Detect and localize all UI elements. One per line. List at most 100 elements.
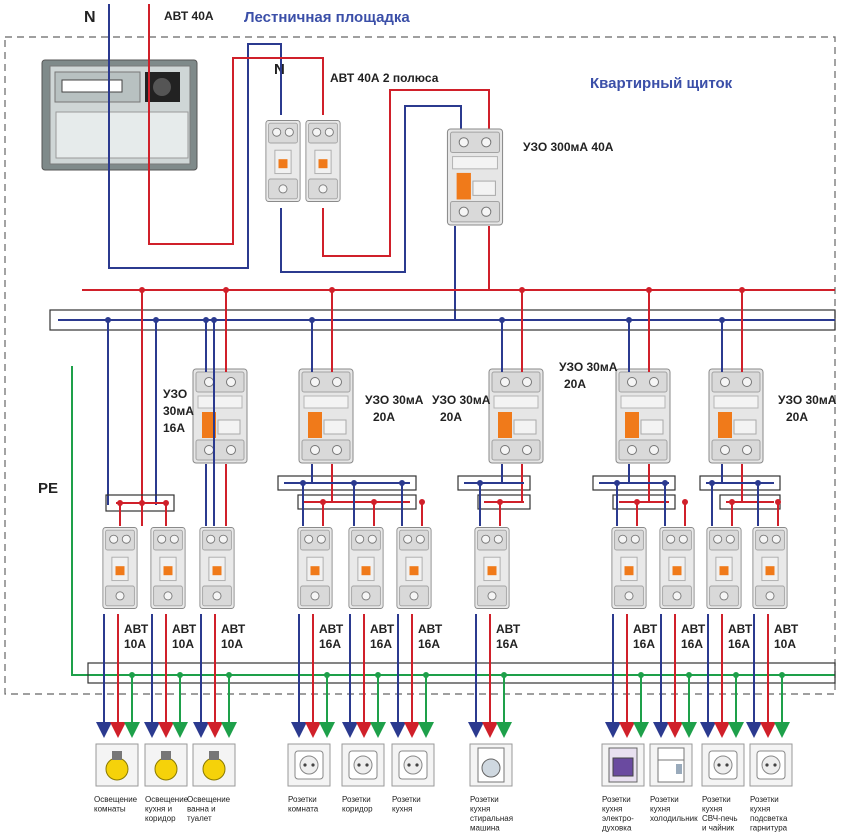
load-7-caption-2: кухня xyxy=(470,805,490,814)
load-4-caption-2: комната xyxy=(288,805,319,814)
n-label-left: N xyxy=(84,9,96,26)
load-3-caption-2: ванна и xyxy=(187,805,216,814)
rcd-2[interactable] xyxy=(298,368,354,464)
main-rcd-label: УЗО 300мА 40А xyxy=(523,140,614,154)
load-10-caption-1: Розетки xyxy=(702,795,731,804)
rcd-3-label-2: 20А xyxy=(440,410,462,424)
rcd-4-label-2: 20А xyxy=(564,377,586,391)
breaker-11-label-1: АВТ xyxy=(774,622,799,636)
breaker-3-label-2: 10А xyxy=(221,637,243,651)
load-6-caption-2: кухня xyxy=(392,805,412,814)
rcd-2-label-2: 20А xyxy=(373,410,395,424)
load-1-caption-1: Освещение xyxy=(94,795,138,804)
load-2-caption-1: Освещение xyxy=(145,795,189,804)
socket-icon xyxy=(341,743,385,787)
breaker-2-label-1: АВТ xyxy=(172,622,197,636)
rcd-5-label-2: 20А xyxy=(786,410,808,424)
load-2-caption-3: коридор xyxy=(145,814,176,823)
rcd-2-label-1: УЗО 30мА xyxy=(365,393,424,407)
breaker-3-label-1: АВТ xyxy=(221,622,246,636)
main-breaker-pole-n[interactable] xyxy=(265,119,301,203)
load-9-caption-2: кухня xyxy=(650,805,670,814)
breaker-9-label-1: АВТ xyxy=(681,622,706,636)
main-breaker-label: АВТ 40А 2 полюса xyxy=(330,71,439,85)
breaker-3[interactable] xyxy=(199,527,235,609)
breaker-8-label-1: АВТ xyxy=(633,622,658,636)
breaker-10-label-1: АВТ xyxy=(728,622,753,636)
breaker-5[interactable] xyxy=(348,527,384,609)
breaker-7-label-1: АВТ xyxy=(496,622,521,636)
rcd-1[interactable] xyxy=(192,368,248,464)
rcd-3[interactable] xyxy=(488,368,544,464)
rcd-1-label-2: 30мА xyxy=(163,404,194,418)
load-8-caption-2: кухня xyxy=(602,805,622,814)
pe-label: PE xyxy=(38,480,58,497)
breaker-1[interactable] xyxy=(102,527,138,609)
washer-icon xyxy=(469,743,513,787)
socket-icon xyxy=(391,743,435,787)
load-6-caption-1: Розетки xyxy=(392,795,421,804)
breaker-2[interactable] xyxy=(150,527,186,609)
bulb-icon xyxy=(144,743,188,787)
landing-title: Лестничная площадка xyxy=(244,9,410,26)
rcd-4[interactable] xyxy=(615,368,671,464)
load-5-caption-1: Розетки xyxy=(342,795,371,804)
rcd-4-label-1: УЗО 30мА xyxy=(559,360,618,374)
load-7-caption-3: стиральная xyxy=(470,814,513,823)
load-10-caption-4: и чайник xyxy=(702,824,735,833)
rcd-5[interactable] xyxy=(708,368,764,464)
breaker-7[interactable] xyxy=(474,527,510,609)
rcd-5-label-1: УЗО 30мА xyxy=(778,393,837,407)
n-label-mid: N xyxy=(274,61,285,78)
electricity-meter xyxy=(41,59,198,171)
avt-top-label: АВТ 40А xyxy=(164,9,214,23)
fridge-icon xyxy=(649,743,693,787)
breaker-11[interactable] xyxy=(752,527,788,609)
load-2-caption-2: кухня и xyxy=(145,805,172,814)
load-10-caption-3: СВЧ-печь xyxy=(702,814,738,823)
load-1-caption-2: комнаты xyxy=(94,805,126,814)
load-10-caption-2: кухня xyxy=(702,805,722,814)
load-7-caption-1: Розетки xyxy=(470,795,499,804)
load-3-caption-1: Освещение xyxy=(187,795,231,804)
breaker-8[interactable] xyxy=(611,527,647,609)
breaker-4[interactable] xyxy=(297,527,333,609)
breaker-8-label-2: 16А xyxy=(633,637,655,651)
breaker-10[interactable] xyxy=(706,527,742,609)
breaker-1-label-1: АВТ xyxy=(124,622,149,636)
socket-icon xyxy=(701,743,745,787)
breaker-5-label-1: АВТ xyxy=(370,622,395,636)
breaker-6-label-2: 16А xyxy=(418,637,440,651)
load-4-caption-1: Розетки xyxy=(288,795,317,804)
breaker-9[interactable] xyxy=(659,527,695,609)
breaker-6-label-1: АВТ xyxy=(418,622,443,636)
load-11-caption-4: гарнитура xyxy=(750,824,788,833)
bulb-icon xyxy=(95,743,139,787)
breaker-4-label-1: АВТ xyxy=(319,622,344,636)
main-rcd[interactable] xyxy=(446,128,504,226)
breaker-9-label-2: 16А xyxy=(681,637,703,651)
load-8-caption-3: электро- xyxy=(602,814,634,823)
load-11-caption-2: кухня xyxy=(750,805,770,814)
socket-icon xyxy=(287,743,331,787)
load-9-caption-1: Розетки xyxy=(650,795,679,804)
rcd-1-label-1: УЗО xyxy=(163,387,187,401)
load-8-caption-4: духовка xyxy=(602,824,632,833)
main-breaker-pole-l[interactable] xyxy=(305,119,341,203)
panel-title: Квартирный щиток xyxy=(590,75,733,92)
load-5-caption-2: коридор xyxy=(342,805,373,814)
breaker-6[interactable] xyxy=(396,527,432,609)
load-3-caption-3: туалет xyxy=(187,814,212,823)
breaker-7-label-2: 16А xyxy=(496,637,518,651)
